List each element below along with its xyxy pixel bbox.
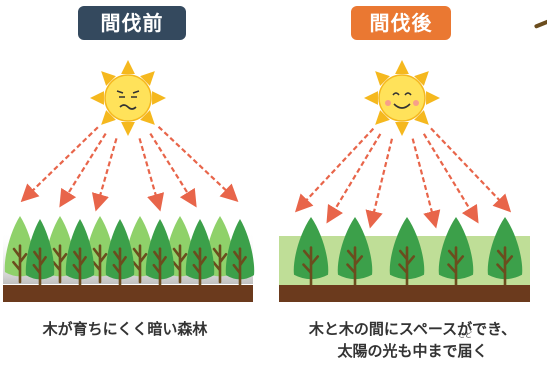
tree-trunk (447, 246, 465, 287)
tree-trunk (92, 244, 108, 284)
sun-face (104, 74, 152, 122)
tree-trunk (112, 247, 127, 287)
arrow-icon (91, 138, 118, 212)
tree-trunk (398, 246, 416, 287)
tree-icon (487, 217, 523, 287)
sun-cheek (385, 100, 391, 106)
tree-icon (145, 219, 175, 287)
arrow-icon (149, 132, 197, 208)
tree-trunk (496, 246, 514, 287)
caption-after-line2-suffix: く (472, 342, 488, 360)
tag-before-thinning: 間伐前 (78, 6, 186, 40)
tree-icon (185, 219, 215, 287)
sun-ray (90, 91, 104, 105)
tree-icon (438, 217, 474, 287)
arrow-icon (59, 132, 107, 208)
caption-after-thinning: 木と木の間にスペースができ、 太陽の光も中まで届 とどく (270, 318, 547, 362)
arrow-icon (422, 133, 479, 224)
tree-trunk (172, 244, 188, 284)
arrow-icon (138, 138, 165, 212)
dense-forest (3, 216, 255, 302)
sun-frowning-icon (90, 60, 166, 136)
tree-trunk (132, 244, 148, 284)
arrow-icon (365, 138, 394, 229)
tree-icon (105, 219, 135, 287)
ground-strip (3, 285, 253, 302)
tree-trunk (346, 246, 364, 287)
tree-icon (25, 219, 55, 287)
sun-ray (414, 71, 429, 86)
caption-after-line2: 太陽の光も中まで届 とどく (270, 331, 547, 362)
tree-trunk (72, 247, 87, 287)
tree-trunk (52, 244, 68, 284)
arrow-icon (411, 138, 441, 229)
tree-trunk (12, 244, 28, 284)
light-arrows-after (294, 127, 512, 229)
sun-ray (101, 71, 116, 86)
thinned-forest (279, 217, 530, 302)
arrow-icon (157, 126, 239, 203)
sun-ray (121, 122, 135, 136)
tree-trunk (152, 247, 167, 287)
light-arrows-before (20, 126, 239, 212)
tree-icon (225, 219, 255, 287)
sun-ray (101, 110, 116, 125)
tree-icon (389, 217, 425, 287)
sun-ray (426, 91, 440, 105)
arrow-icon (294, 127, 375, 213)
sun-eyes (392, 92, 412, 96)
sun-ray (414, 110, 429, 125)
tag-after-thinning: 間伐後 (351, 6, 451, 40)
sun-ray (395, 60, 409, 74)
tree-icon (337, 217, 373, 287)
sun-ray (140, 110, 155, 125)
caption-after-line1: 木と木の間にスペースができ、 (308, 320, 517, 338)
sun-ray (364, 91, 378, 105)
ground-strip (279, 285, 530, 302)
tree-trunk (232, 247, 247, 287)
ruby-kanji: 届とど (457, 331, 473, 362)
sun-brows (116, 90, 140, 94)
tree-trunk (212, 244, 228, 284)
sun-ray (152, 91, 166, 105)
sun-face (378, 74, 426, 122)
sun-ray (375, 71, 390, 86)
sun-ray (140, 71, 155, 86)
tree-icon (293, 217, 329, 287)
ruby-reading: とど (457, 331, 472, 339)
ruby-base: 届 (457, 342, 473, 360)
sun-smiling-icon (364, 60, 440, 136)
caption-before-thinning: 木が育ちにくく暗い森林 (42, 320, 208, 338)
tree-icon (65, 219, 95, 287)
arrow-icon (20, 126, 99, 203)
sun-ray (375, 110, 390, 125)
tree-trunk (32, 247, 47, 287)
sun-ray (395, 122, 409, 136)
caption-after-line2-prefix: 太陽の光も中まで (337, 342, 458, 360)
arrow-icon (430, 127, 512, 213)
tree-trunk (192, 247, 207, 287)
sun-ray (121, 60, 135, 74)
sun-cheek (413, 100, 419, 106)
sun-mouth (119, 104, 137, 110)
tree-trunk (302, 246, 320, 287)
sun-mouth (393, 103, 411, 109)
